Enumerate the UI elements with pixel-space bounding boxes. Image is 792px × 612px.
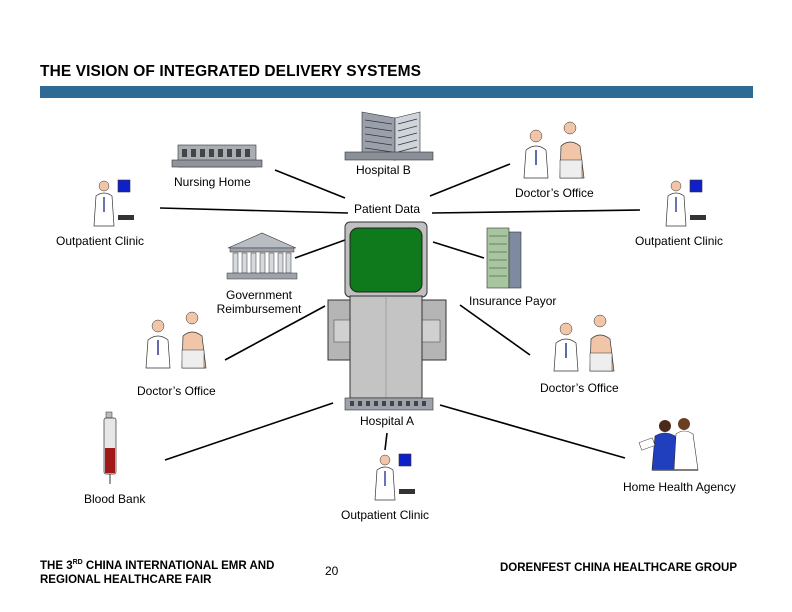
clinic-computer-icon (93, 179, 134, 227)
clinic-computer-icon (665, 179, 706, 227)
footer-company: DORENFEST CHINA HEALTHCARE GROUP (500, 562, 738, 574)
blood-vial-icon (103, 411, 117, 484)
line-doctors-office-top (429, 163, 511, 197)
line-government (294, 239, 346, 259)
footer-event-line1: CHINA INTERNATIONAL EMR AND (82, 559, 275, 572)
line-outpatient-bottom (384, 432, 388, 451)
hospital-building-icon (344, 397, 434, 411)
line-home-health (439, 404, 626, 459)
label-government-reimbursement: Government Reimbursement (216, 288, 302, 316)
doctor-patient-icon (145, 311, 207, 369)
label-insurance-payor: Insurance Payor (469, 294, 557, 308)
label-outpatient-clinic-right: Outpatient Clinic (635, 234, 724, 248)
hospital-building-icon (344, 111, 434, 161)
connector-lines (159, 163, 641, 461)
page-title: THE VISION OF INTEGRATED DELIVERY SYSTEM… (40, 63, 422, 80)
label-home-health-agency: Home Health Agency (623, 480, 736, 494)
line-insurance-office (432, 241, 485, 259)
line-doctors-office-left (224, 305, 326, 361)
office-tower-icon (486, 227, 522, 289)
page-number: 20 (325, 564, 339, 578)
title-bar (40, 86, 753, 98)
label-hospital-b: Hospital B (356, 163, 411, 177)
line-outpatient-right (431, 209, 641, 214)
home-health-nurses-icon (638, 418, 699, 471)
label-doctors-office-left: Doctor’s Office (137, 384, 216, 398)
label-blood-bank: Blood Bank (84, 492, 146, 506)
footer-event-pre: THE 3 (40, 559, 73, 572)
doctor-patient-icon (523, 121, 585, 179)
footer-event-superscript: RD (72, 559, 83, 566)
footer-event-line2: REGIONAL HEALTHCARE FAIR (40, 573, 212, 586)
label-doctors-office-right: Doctor’s Office (540, 381, 619, 395)
label-hospital-a: Hospital A (360, 414, 415, 428)
line-doctors-office-right (459, 304, 531, 356)
line-nursing-home (274, 169, 346, 199)
clinic-computer-icon (374, 453, 415, 501)
label-outpatient-clinic-bottom: Outpatient Clinic (341, 508, 430, 522)
computer-terminal-icon (327, 221, 447, 399)
line-outpatient-left (159, 207, 349, 214)
line-blood-bank (164, 402, 334, 461)
label-patient-data: Patient Data (354, 202, 421, 216)
footer-event-name: THE 3RD CHINA INTERNATIONAL EMR AND REGI… (40, 556, 274, 587)
label-doctors-office-top: Doctor’s Office (515, 186, 594, 200)
label-outpatient-clinic-left: Outpatient Clinic (56, 234, 145, 248)
government-building-icon (226, 232, 298, 280)
nursing-home-icon (171, 144, 263, 168)
doctor-patient-icon (553, 314, 615, 372)
label-nursing-home: Nursing Home (174, 175, 251, 189)
